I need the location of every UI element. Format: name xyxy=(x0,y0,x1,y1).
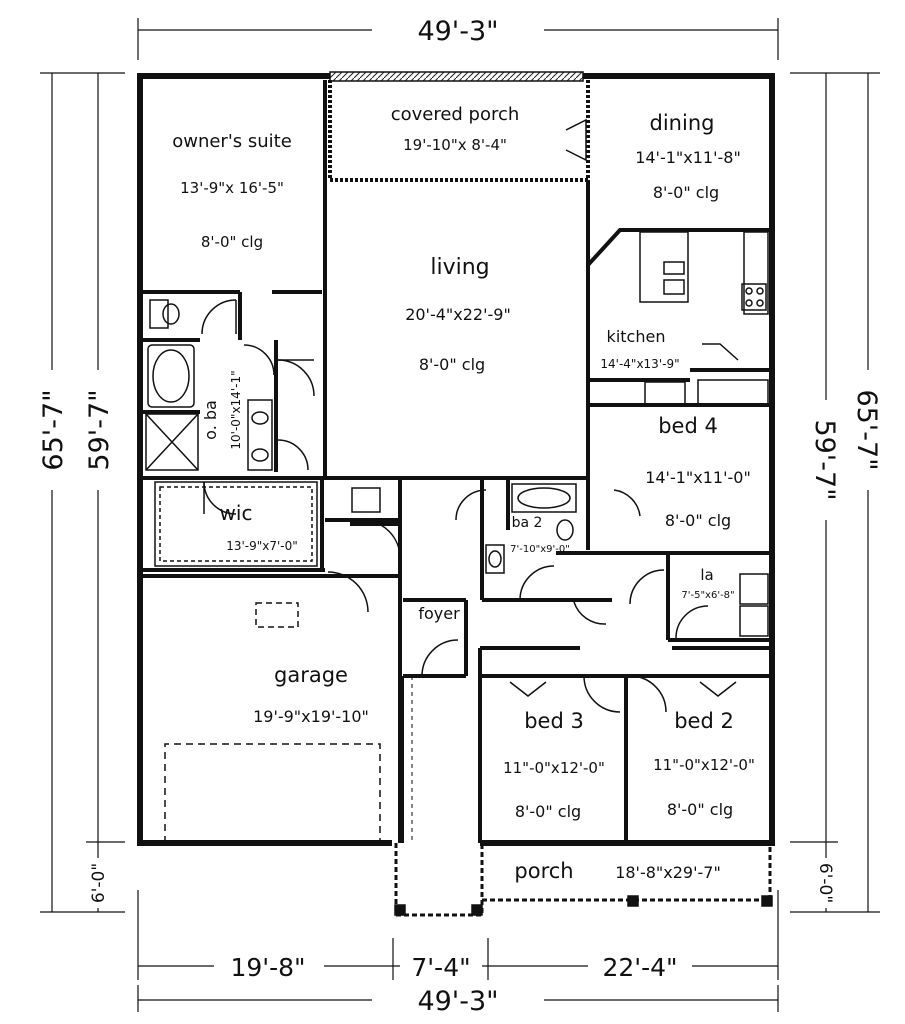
owners-suite-name: owner's suite xyxy=(172,131,292,152)
dim-bottom-right: 22'-4" xyxy=(602,953,677,982)
dining-size: 14'-1"x11'-8" xyxy=(635,148,741,167)
owners-suite-clg: 8'-0" clg xyxy=(201,233,263,251)
living-clg: 8'-0" clg xyxy=(419,355,485,374)
dimension-lines xyxy=(40,18,880,1012)
covered-porch-beam xyxy=(329,71,584,82)
fixtures xyxy=(145,231,773,917)
interior-walls xyxy=(142,80,772,843)
bed2-name: bed 2 xyxy=(674,709,734,733)
garage-size: 19'-9"x19'-10" xyxy=(253,707,369,726)
ba2-size: 7'-10"x9'-0" xyxy=(510,544,570,555)
room-labels: owner's suite 13'-9"x 16'-5" 8'-0" clg c… xyxy=(172,104,755,883)
bed3-name: bed 3 xyxy=(524,709,584,733)
dim-bottom-left: 19'-8" xyxy=(230,953,305,982)
o-ba-size: 10'-0"x14'-1" xyxy=(229,370,243,449)
bed2-clg: 8'-0" clg xyxy=(667,800,733,819)
dim-left-inner: 59'-7" xyxy=(84,389,115,470)
dining-clg: 8'-0" clg xyxy=(653,183,719,202)
dim-bottom-mid: 7'-4" xyxy=(411,953,470,982)
kitchen-name: kitchen xyxy=(607,327,666,346)
dimension-labels: 49'-3" 49'-3" 19'-8" 7'-4" 22'-4" 65'-7"… xyxy=(38,16,882,1017)
door-swings xyxy=(201,118,739,713)
bed3-size: 11"-0"x12'-0" xyxy=(503,759,605,777)
living-size: 20'-4"x22'-9" xyxy=(405,305,511,324)
bed4-size: 14'-1"x11'-0" xyxy=(645,468,751,487)
covered-porch-name: covered porch xyxy=(391,104,520,125)
dim-top-total: 49'-3" xyxy=(417,16,498,47)
bed3-clg: 8'-0" clg xyxy=(515,802,581,821)
la-name: la xyxy=(700,566,713,584)
bed4-name: bed 4 xyxy=(658,414,718,438)
porch-size: 18'-8"x29'-7" xyxy=(615,863,721,882)
la-size: 7'-5"x6'-8" xyxy=(681,590,734,601)
dining-name: dining xyxy=(650,111,715,135)
dimension-text-backgrounds xyxy=(36,12,886,1016)
living-name: living xyxy=(430,255,489,280)
ba2-name: ba 2 xyxy=(512,515,543,531)
o-ba-name: o. ba xyxy=(201,400,220,440)
owners-suite-size: 13'-9"x 16'-5" xyxy=(180,179,284,197)
porch-name: porch xyxy=(514,859,573,883)
dim-bottom-total: 49'-3" xyxy=(417,986,498,1017)
garage-name: garage xyxy=(274,663,348,687)
wic-size: 13'-9"x7'-0" xyxy=(226,539,298,553)
bed2-size: 11"-0"x12'-0" xyxy=(653,756,755,774)
dim-right-outer: 65'-7" xyxy=(851,389,882,470)
dim-left-outer: 65'-7" xyxy=(38,389,69,470)
kitchen-size: 14'-4"x13'-9" xyxy=(600,357,679,371)
dim-right-inner: 59'-7" xyxy=(809,419,840,500)
foyer-name: foyer xyxy=(418,604,460,623)
bed4-clg: 8'-0" clg xyxy=(665,511,731,530)
dim-left-porch: 6'-0" xyxy=(89,863,109,903)
dim-right-porch: 6'-0" xyxy=(815,863,835,903)
covered-porch-size: 19'-10"x 8'-4" xyxy=(403,136,507,154)
wic-name: wic xyxy=(220,501,253,525)
